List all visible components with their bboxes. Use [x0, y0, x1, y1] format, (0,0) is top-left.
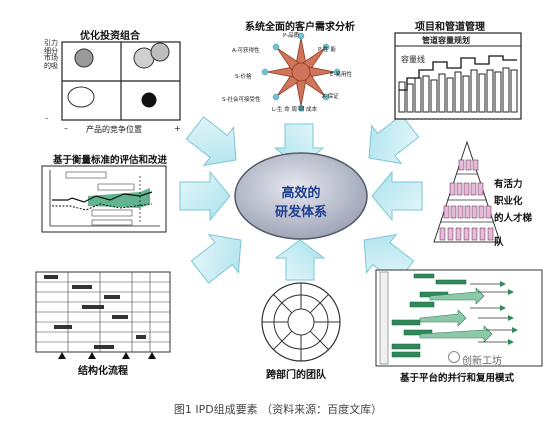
center-label-line1: 高效的	[281, 186, 321, 201]
portfolio-matrix	[61, 41, 181, 121]
talent-line4: 队	[494, 237, 504, 248]
metrics-title: 基于衡量标准的评估和改进	[53, 155, 168, 166]
pipeline-chart-title: 管道容量规划	[422, 36, 470, 45]
portfolio-x-plus: +	[174, 124, 181, 133]
team-title: 跨部门的团队	[266, 370, 326, 381]
portfolio-y-minus: –	[45, 114, 49, 122]
metrics-chart	[41, 165, 167, 233]
watermark: 创新工坊	[462, 356, 502, 367]
spoke-social-acceptance: S-社会可接受性	[222, 97, 261, 103]
platform-chart	[375, 269, 543, 367]
spoke-performance: P-性 能	[318, 47, 336, 53]
arrow-from-metrics	[179, 170, 231, 222]
talent-line3: 的人才梯	[494, 213, 533, 224]
center-label-line2: 研发体系	[274, 205, 327, 220]
customer-needs-title: 系统全面的客户需求分析	[245, 22, 355, 33]
center-ellipse	[234, 152, 368, 240]
pipeline-chart	[394, 32, 522, 120]
team-wheel	[261, 282, 341, 362]
spoke-quality: P-品质	[283, 33, 300, 39]
customer-needs-star	[261, 32, 341, 112]
portfolio-title: 优化投资组合	[80, 31, 140, 42]
structured-title: 结构化流程	[78, 366, 128, 377]
center-label: 高效的 研发体系	[238, 184, 364, 222]
watermark-icon	[448, 351, 460, 363]
talent-line1: 有活力	[494, 179, 523, 190]
spoke-price: S-价格	[228, 74, 252, 80]
figure-caption: 图1 IPD组成要素 （资料来源：百度文库）	[173, 403, 383, 416]
structured-process	[35, 271, 171, 359]
spoke-assurance: A-保证	[322, 94, 339, 100]
portfolio-x-axis-label: 产品的竞争位置	[86, 125, 142, 134]
talent-pyramid	[433, 140, 501, 243]
pipeline-series-label: 容量线	[401, 55, 425, 64]
portfolio-y-axis-label: 引力 细分市场的吸	[44, 39, 58, 70]
spoke-usability: E-易用性	[330, 72, 352, 78]
arrow-from-structured	[190, 233, 242, 284]
arrow-from-talent	[371, 170, 423, 222]
spoke-availability: A-可获得性	[232, 48, 260, 54]
portfolio-x-minus: –	[64, 124, 68, 133]
platform-title: 基于平台的并行和复用模式	[400, 373, 515, 384]
pipeline-title: 项目和管道管理	[415, 22, 485, 33]
talent-line2: 职业化	[494, 196, 523, 207]
arrow-from-team	[274, 239, 326, 281]
spoke-lifecycle-cost: L-生 命 周 期 成本	[272, 107, 317, 113]
arrow-from-portfolio	[185, 116, 237, 167]
